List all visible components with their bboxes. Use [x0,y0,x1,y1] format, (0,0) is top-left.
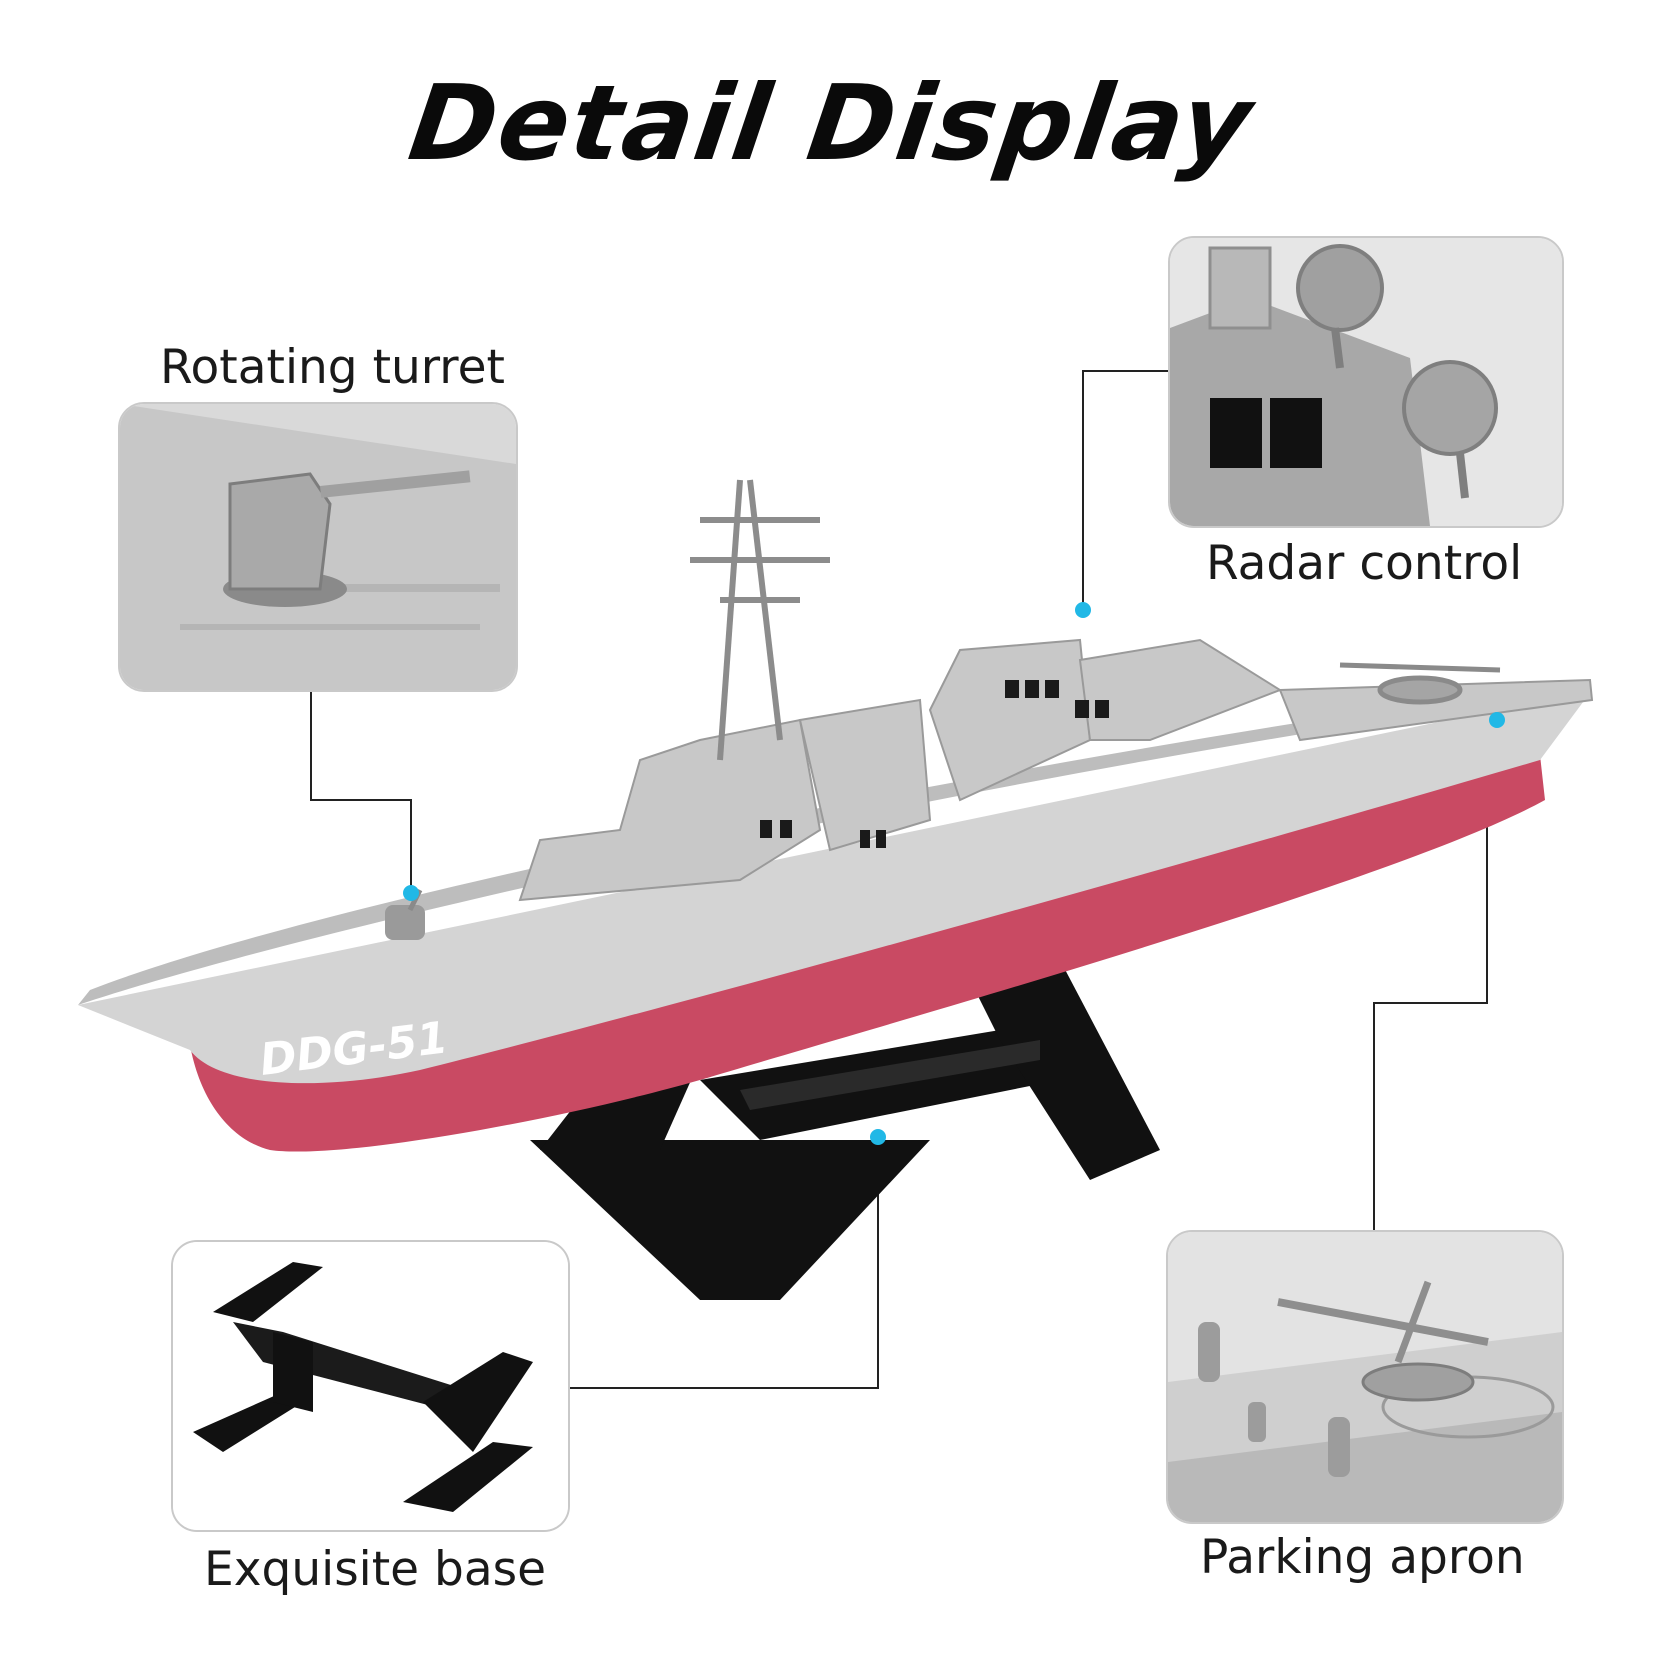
radar-detail-panel [1168,236,1564,528]
apron-label: Parking apron [1200,1530,1525,1585]
base-label: Exquisite base [204,1542,547,1597]
helicopter-icon [1168,1232,1562,1522]
base-detail-panel [171,1240,570,1532]
deck-helicopter [1339,662,1501,705]
bridge-windows [760,680,1109,848]
callout-lines [310,370,1488,1389]
ship-hull-upper [78,690,1592,1084]
base-callout-line [566,1137,879,1389]
apron-callout-dot [1489,712,1505,728]
callout-dots [403,602,1505,1145]
turret-callout-line [310,690,412,893]
radar-icon [1170,238,1562,526]
superstructure [518,638,1594,902]
turret-label: Rotating turret [160,340,505,395]
apron-detail-panel [1166,1230,1564,1524]
turret-icon [120,404,516,690]
ship-mast [690,479,830,761]
turret-callout-dot [403,885,419,901]
radar-callout-line [1082,370,1168,605]
radar-label: Radar control [1206,536,1523,591]
stand-icon [173,1242,568,1530]
base-callout-dot [870,1129,886,1145]
radar-callout-dot [1075,602,1091,618]
turret-detail-panel [118,402,518,692]
apron-callout-line [1373,720,1488,1230]
